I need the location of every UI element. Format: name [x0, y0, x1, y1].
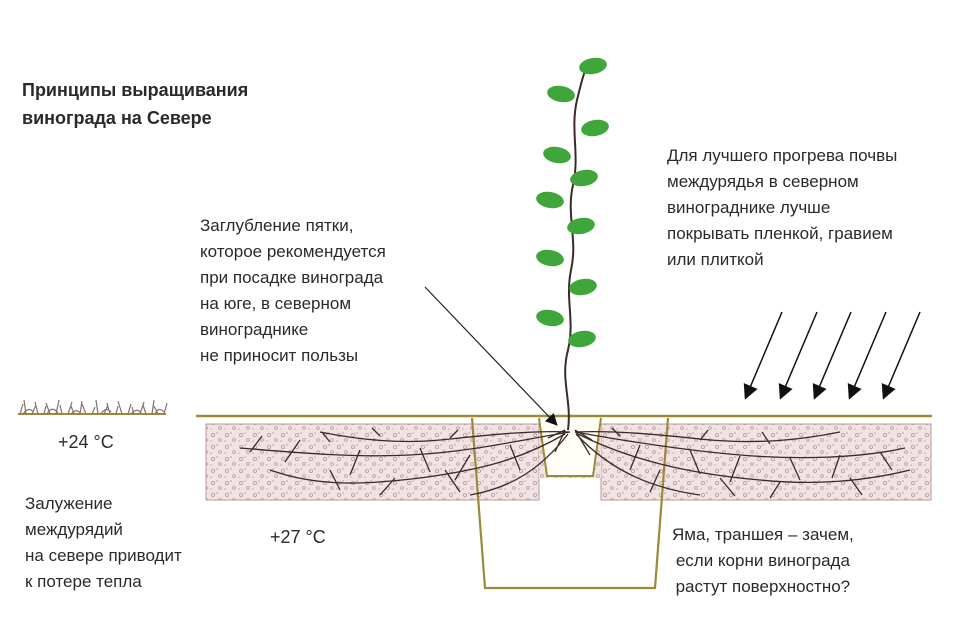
leaf [536, 309, 564, 327]
heel-annotation: Заглубление пятки, которое рекомендуется… [200, 216, 386, 365]
leaf [581, 119, 609, 137]
vine-stem [564, 61, 591, 431]
roots [239, 427, 911, 499]
leaf [567, 217, 595, 235]
leaf [536, 249, 564, 267]
pit-outline [470, 417, 670, 590]
soil-temperature: +27 °С [270, 527, 326, 547]
leaf [570, 169, 598, 187]
leaf [547, 85, 575, 103]
sun-rays-arrows-icon [743, 311, 921, 400]
leaf [543, 146, 571, 164]
grass-temperature: +24 °С [58, 432, 114, 452]
leaf [579, 57, 607, 75]
leaf [536, 191, 564, 209]
leaf [568, 330, 596, 348]
heel-pointer-line [424, 286, 558, 426]
trench-annotation: Яма, траншея – зачем, если корни виногра… [672, 525, 854, 596]
grass-icon [18, 399, 168, 415]
grassing-annotation: Залужение междурядий на севере приводит … [25, 494, 182, 591]
diagram-title: Принципы выращивания винограда на Севере [22, 80, 249, 128]
warming-annotation: Для лучшего прогрева почвы междурядья в … [667, 146, 898, 269]
vine-plant-icon [536, 57, 609, 348]
soil-layer-right [600, 423, 932, 501]
heel-pit-outline [538, 417, 602, 477]
leaf [569, 278, 597, 296]
